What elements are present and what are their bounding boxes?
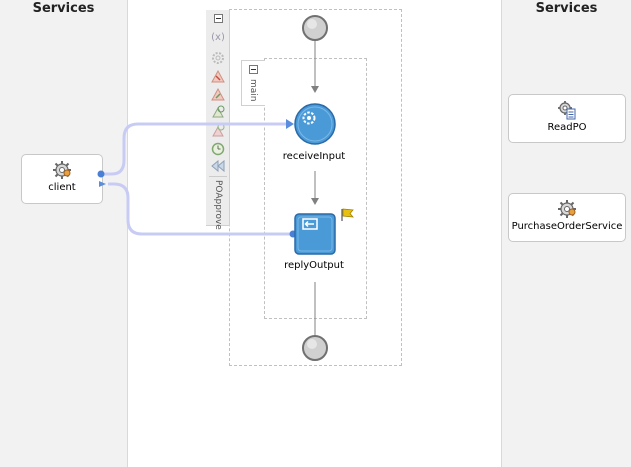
readpo-service[interactable]: ReadPO	[508, 94, 626, 143]
fault-handler-icon[interactable]	[210, 68, 226, 84]
receive-gear-icon	[302, 111, 316, 125]
reply-output-activity[interactable]	[294, 213, 336, 255]
client-service-label: client	[48, 182, 76, 193]
purchaseorder-service[interactable]: PurchaseOrderService	[508, 193, 626, 242]
correlation-gear-icon[interactable]	[210, 50, 226, 66]
left-services-lane: Services	[0, 0, 128, 467]
scope-toolbar: (x) POApprove	[206, 10, 230, 230]
toolbar-divider	[209, 176, 227, 177]
client-link-dot	[97, 170, 105, 178]
compensation-icon[interactable]	[210, 104, 226, 120]
reply-return-icon	[302, 218, 318, 230]
purchaseorder-service-label: PurchaseOrderService	[511, 221, 623, 232]
alarm-clock-icon[interactable]	[210, 140, 226, 156]
receive-wire[interactable]	[103, 122, 292, 176]
gear-service-icon	[53, 161, 71, 179]
catch-all-icon[interactable]	[210, 86, 226, 102]
gear-service-icon	[558, 200, 576, 218]
receive-input-label: receiveInput	[282, 151, 346, 162]
flag-icon[interactable]	[341, 208, 354, 221]
left-lane-title: Services	[32, 1, 95, 16]
reply-output-label: replyOutput	[284, 260, 344, 271]
scope-name-label: POApprove	[213, 180, 223, 230]
client-service[interactable]: client	[21, 154, 103, 204]
readpo-service-label: ReadPO	[547, 122, 587, 133]
right-lane-title: Services	[535, 1, 598, 16]
end-node-highlight	[307, 339, 317, 349]
file-adapter-icon	[558, 101, 576, 120]
variables-icon[interactable]: (x)	[211, 32, 225, 43]
main-sequence-tab: main	[241, 60, 265, 106]
sequence-name-label: main	[248, 79, 258, 102]
receive-wire-arrowhead	[286, 119, 294, 129]
sequence-collapse-button[interactable]	[249, 65, 258, 74]
start-node-highlight	[307, 19, 317, 29]
receive-input-activity[interactable]	[294, 103, 336, 145]
reply-wire-arrowhead	[99, 181, 106, 187]
reply-wire[interactable]	[108, 182, 292, 236]
scope-collapse-button[interactable]	[214, 14, 223, 23]
termination-icon[interactable]	[210, 158, 226, 174]
